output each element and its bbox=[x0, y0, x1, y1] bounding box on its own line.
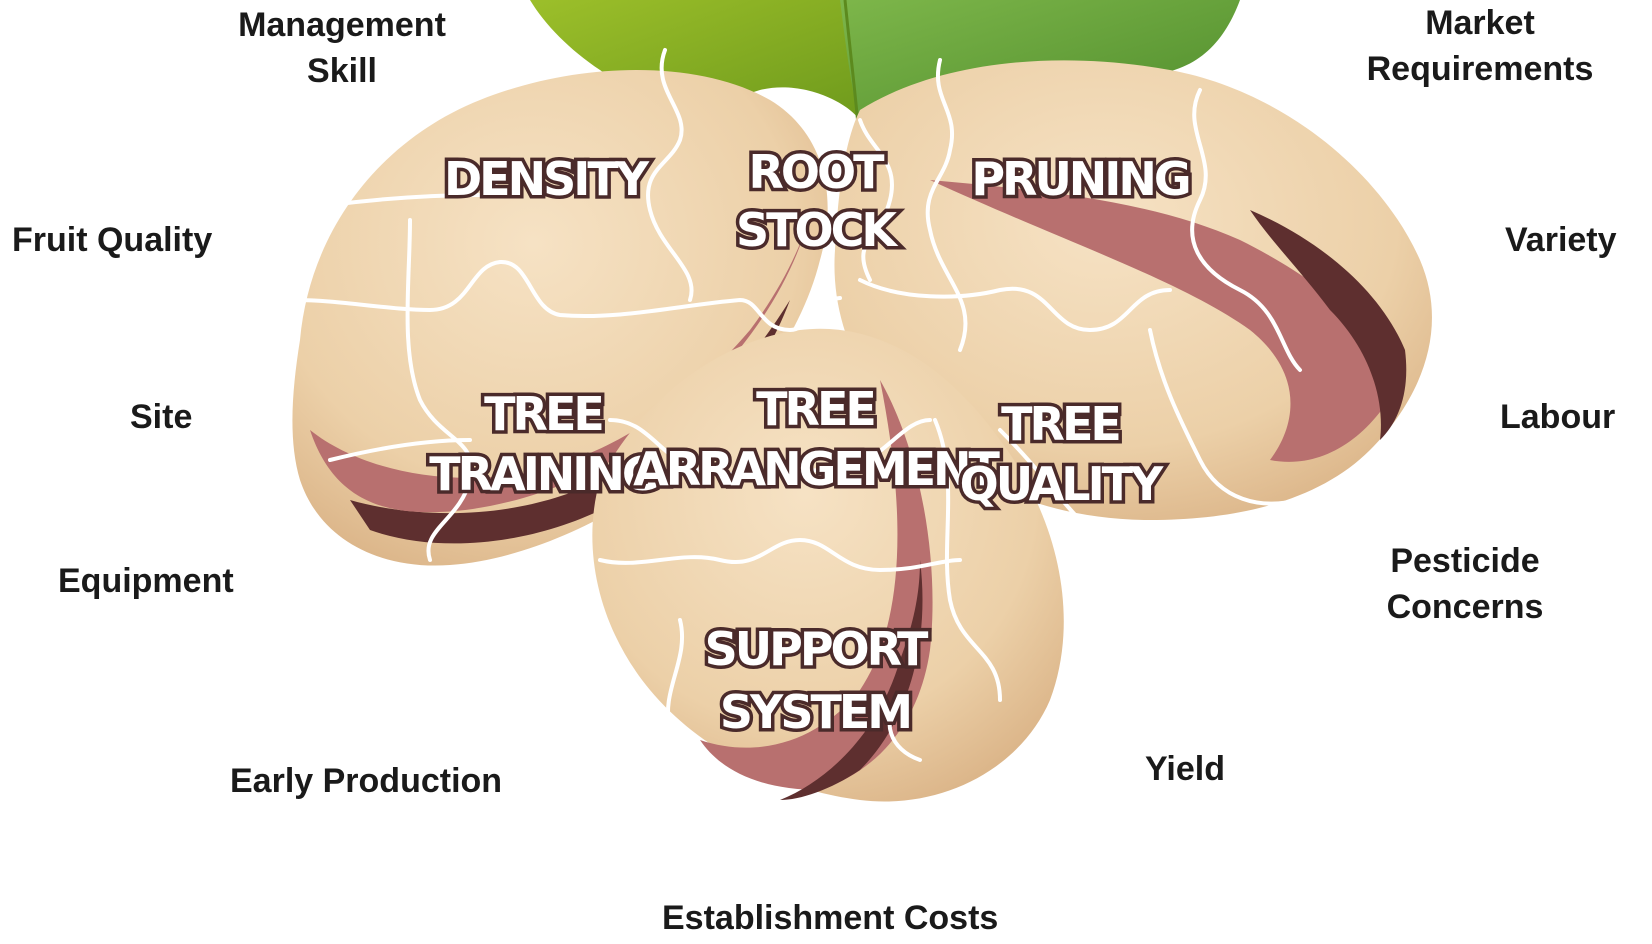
piece-label-tree-quality-line1: TREE bbox=[1001, 397, 1119, 451]
factor-market-requirements-line1: Market bbox=[1425, 4, 1535, 42]
piece-label-density: DENSITY bbox=[444, 152, 650, 206]
piece-label-support-system-line2: SYSTEM bbox=[720, 685, 910, 739]
right-nut-kernel-dark bbox=[1250, 210, 1407, 440]
piece-label-root-stock-line2: STOCK bbox=[736, 203, 899, 257]
factor-pesticide-concerns: Pesticide Concerns bbox=[1365, 538, 1565, 630]
piece-label-tree-arrangement-line2: ARRANGEMENT bbox=[633, 442, 1000, 496]
piece-label-tree-training-line2: TRAINING bbox=[429, 447, 657, 501]
right-nut bbox=[834, 60, 1432, 521]
piece-label-root-stock-line1: ROOT bbox=[748, 145, 885, 199]
factor-early-production: Early Production bbox=[230, 762, 503, 800]
bottom-nut bbox=[592, 328, 1064, 802]
right-nut-kernel bbox=[930, 180, 1400, 462]
piece-label-pruning: PRUNING bbox=[971, 152, 1189, 206]
piece-label-tree-arrangement-line1: TREE bbox=[756, 382, 874, 436]
factor-pesticide-concerns-line1: Pesticide bbox=[1390, 542, 1540, 580]
factor-pesticide-concerns-line2: Concerns bbox=[1386, 588, 1544, 626]
factor-market-requirements-line2: Requirements bbox=[1366, 50, 1594, 88]
leaf-vein bbox=[843, 0, 860, 126]
left-leaf bbox=[530, 0, 865, 120]
puzzle-labels: DENSITY ROOT STOCK PRUNING TREE TRAINING… bbox=[426, 142, 1196, 743]
factor-labour: Labour bbox=[1500, 398, 1616, 436]
factor-equipment: Equipment bbox=[58, 562, 234, 600]
factor-variety: Variety bbox=[1505, 221, 1617, 259]
left-nut-kernel bbox=[310, 215, 810, 513]
factor-management-skill-line1: Management bbox=[238, 6, 446, 44]
right-nut-shell bbox=[834, 60, 1432, 521]
factor-fruit-quality: Fruit Quality bbox=[12, 221, 213, 259]
bottom-nut-kernel-dark bbox=[780, 560, 923, 800]
factor-establishment-costs: Establishment Costs bbox=[662, 899, 999, 937]
bottom-nut-kernel bbox=[700, 380, 933, 790]
piece-label-support-system-line1: SUPPORT bbox=[705, 622, 929, 676]
factor-management-skill-line2: Skill bbox=[307, 52, 377, 90]
puzzle-lines bbox=[293, 48, 1302, 762]
factor-yield: Yield bbox=[1145, 750, 1225, 788]
factor-management-skill: Management Skill bbox=[222, 2, 462, 94]
bottom-nut-shell bbox=[592, 328, 1064, 802]
piece-label-tree-quality-line2: QUALITY bbox=[960, 457, 1164, 511]
factor-site: Site bbox=[130, 398, 193, 436]
piece-label-tree-training-line1: TREE bbox=[484, 387, 602, 441]
factor-market-requirements: Market Requirements bbox=[1345, 0, 1615, 92]
